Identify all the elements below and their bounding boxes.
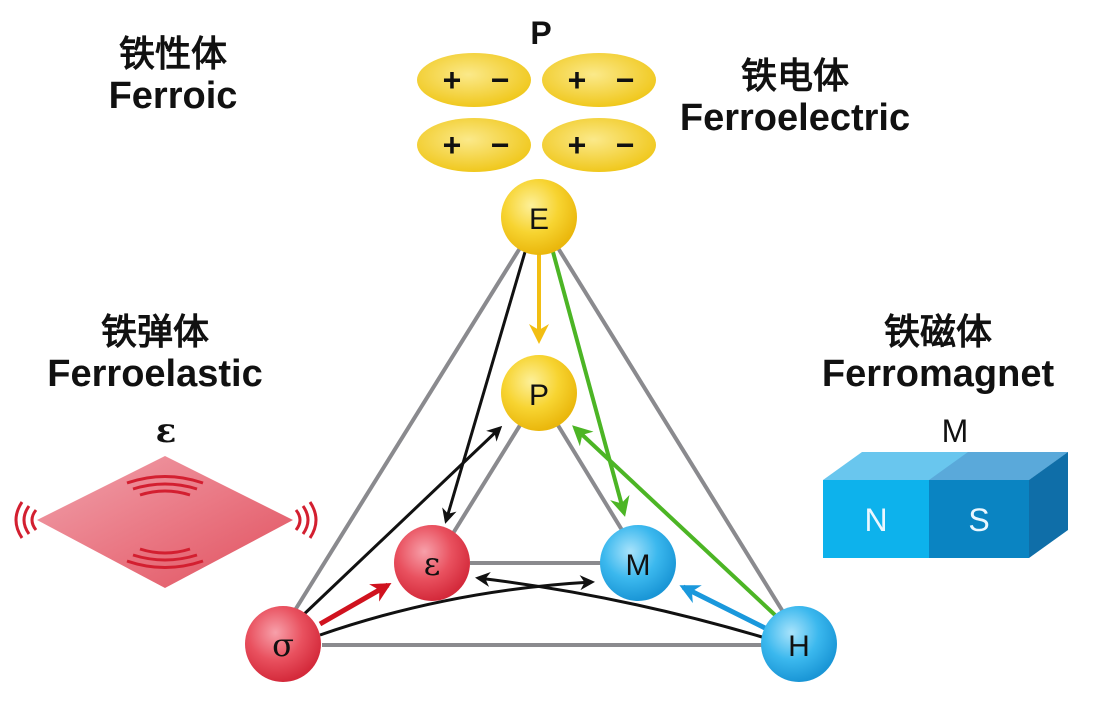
label-ferroelastic-en: Ferroelastic [47, 353, 263, 396]
dipole-plus: + [443, 127, 462, 163]
node-sigma: σ [245, 606, 321, 682]
dipole-plus: + [443, 62, 462, 98]
dipole-icon: + − [542, 118, 656, 172]
label-ferroelectric-en: Ferroelectric [679, 97, 911, 140]
edge-P-epsilon [450, 420, 524, 537]
bar-magnet-icon: N S [823, 452, 1068, 558]
node-P: P [501, 355, 577, 431]
label-ferroelectric: 铁电体 Ferroelectric [655, 56, 935, 141]
dipole-minus: − [616, 127, 635, 163]
node-epsilon-label: ε [424, 545, 441, 583]
label-ferroelastic-cn: 铁弹体 [100, 312, 209, 353]
node-M-label: M [626, 549, 651, 582]
label-ferroic-en: Ferroic [108, 75, 238, 118]
magnet-north-label: N [864, 502, 887, 538]
arrow-sigma-to-M [319, 575, 595, 637]
polarization-symbol: P [530, 15, 551, 51]
dipole-icon: + − [417, 53, 531, 107]
arrow-H-to-P [572, 425, 777, 617]
magnetization-symbol: M [942, 413, 969, 449]
node-H: H [761, 606, 837, 682]
node-E: E [501, 179, 577, 255]
label-ferroic-cn: 铁性体 [118, 34, 227, 75]
dipole-icon: + − [417, 118, 531, 172]
label-ferromagnet-en: Ferromagnet [821, 353, 1055, 396]
vibration-arcs [14, 475, 318, 569]
dipole-minus: − [616, 62, 635, 98]
node-E-label: E [529, 203, 549, 236]
dipole-plus: + [568, 127, 587, 163]
label-ferroelastic: 铁弹体 Ferroelastic [20, 312, 290, 397]
dipole-minus: − [491, 127, 510, 163]
arrow-H-to-M [679, 584, 767, 631]
label-ferroic: 铁性体 Ferroic [88, 34, 258, 119]
dipole-minus: − [491, 62, 510, 98]
dipole-icon: + − [542, 53, 656, 107]
black-arrows [298, 251, 763, 639]
arrow-E-to-M [551, 251, 630, 517]
arrow-sigma-to-P [298, 425, 503, 620]
arrow-H-to-epsilon [475, 571, 763, 639]
node-epsilon: ε [394, 525, 470, 601]
label-ferroelectric-cn: 铁电体 [740, 56, 849, 97]
dipole-group: + − + − + − + − [417, 53, 656, 172]
node-M: M [600, 525, 676, 601]
edge-E-H [556, 246, 787, 617]
node-H-label: H [788, 630, 810, 663]
strain-symbol: ε [156, 411, 177, 451]
label-ferromagnet-cn: 铁磁体 [883, 312, 992, 353]
gray-edges [290, 246, 787, 647]
arrow-sigma-to-epsilon [318, 582, 392, 627]
node-P-label: P [529, 379, 549, 412]
node-sigma-label: σ [272, 626, 294, 664]
arrow-E-to-epsilon [442, 251, 527, 524]
edge-E-sigma [290, 246, 522, 617]
dipole-plus: + [568, 62, 587, 98]
strain-diamond-icon [14, 456, 318, 588]
magnet-south-label: S [968, 502, 989, 538]
label-ferromagnet: 铁磁体 Ferromagnet [798, 312, 1078, 397]
